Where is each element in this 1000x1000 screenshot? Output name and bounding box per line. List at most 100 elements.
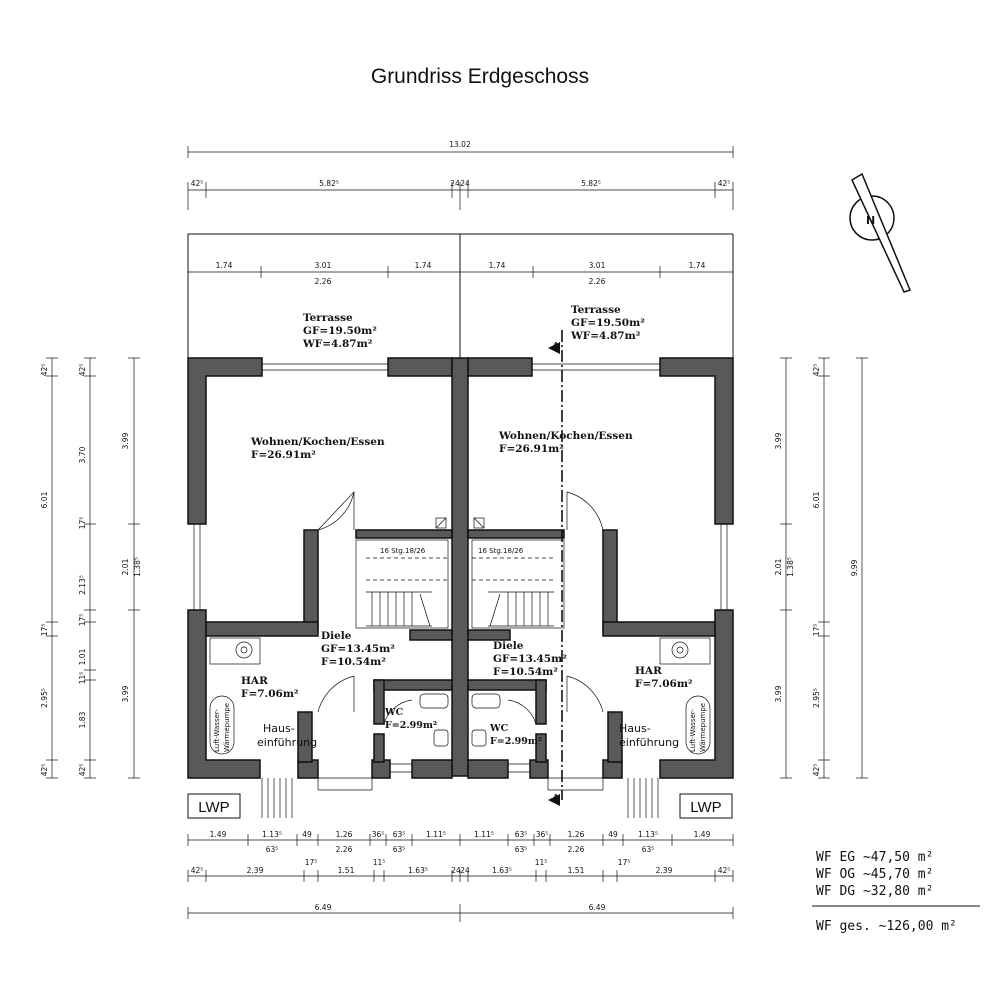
sink-left (433, 729, 449, 747)
dim-left-mid-9: 42⁵ (78, 764, 87, 777)
terrace-left-name: Terrasse (303, 312, 353, 324)
dim-bottom-6: 63⁵ (393, 830, 406, 839)
entry-left-line2: einführung (257, 736, 317, 749)
dim-bottom2-13: 2.39 (656, 866, 673, 875)
section-marker-top: A (552, 340, 560, 353)
wc-left-area: F=2.99m² (385, 720, 437, 731)
dim-right-inner-3: 1.38⁵ (786, 557, 795, 577)
dim-bottom-9: 63⁵ (515, 830, 528, 839)
hall-left-gf: GF=13.45m² (321, 643, 395, 655)
wall-int-right-stair-top (467, 529, 565, 539)
dim-bottom-5: 36⁵ (372, 830, 385, 839)
dim-left-inner-1: 3.99 (121, 432, 130, 449)
wall-int-left-har-right (297, 711, 313, 763)
summary-eg: WF EG ~47,50 m² (816, 850, 933, 865)
stairs-right-label: 16 Stg.18/26 (478, 547, 524, 555)
wall-int-left-wc-side2 (373, 733, 385, 763)
dim-left-outer-4: 2.95⁵ (40, 688, 49, 708)
entry-left-line1: Haus- (263, 722, 295, 735)
dim-bottom-sub-2: 2.26 (336, 845, 353, 854)
wall-int-left-har-top (205, 621, 319, 637)
har-left-name: HAR (241, 675, 268, 687)
dim-terrace-left-2: 3.01 (315, 261, 332, 270)
dim-bottom2-4: 1.51 (338, 866, 355, 875)
walls (187, 357, 734, 779)
wall-right-lower (659, 609, 734, 779)
wall-right-top (659, 357, 734, 525)
summary-dg: WF DG ~32,80 m² (816, 884, 933, 899)
heatpump-left-line1: Luft-Wasser- (213, 709, 221, 752)
tank-left (209, 637, 261, 665)
area-summary: WF EG ~47,50 m² WF OG ~45,70 m² WF DG ~3… (812, 850, 980, 934)
dim-terrace-right-1: 1.74 (489, 261, 506, 270)
dim-right-mid-2: 6.01 (812, 491, 821, 508)
wall-int-right-stair-bottom (467, 629, 511, 641)
dim-bottom-12: 49 (608, 830, 618, 839)
lwp-boxes: LWP LWP (187, 793, 733, 819)
dim-top-5: 5.82⁵ (581, 179, 601, 188)
dim-right-inner-2: 2.01 (774, 558, 783, 575)
tank-right (659, 637, 711, 665)
north-label: N (866, 214, 875, 227)
dim-bottom-8: 1.11⁵ (474, 830, 494, 839)
dim-bottom-sub-4: 63⁵ (515, 845, 528, 854)
wall-int-right-1 (602, 529, 618, 631)
hall-right-name: Diele (493, 640, 524, 652)
dim-left-mid-5: 17⁵ (78, 614, 87, 627)
dim-bottom-sub-6: 63⁵ (642, 845, 655, 854)
dim-left-mid-3: 17⁵ (78, 517, 87, 530)
dim-bottom-10: 36⁵ (536, 830, 549, 839)
heatpump-right-line2: Wärmepumpe (699, 703, 707, 752)
dim-top-6: 42⁵ (718, 179, 731, 188)
entry-right-line1: Haus- (619, 722, 651, 735)
dim-bottom-4: 1.26 (336, 830, 353, 839)
stairs-left-label: 16 Stg.18/26 (380, 547, 426, 555)
toilet-right (471, 693, 501, 709)
stairs-right: 16 Stg.18/26 (471, 517, 565, 629)
dim-bottom3-left: 6.49 (315, 903, 332, 912)
dim-left-mid-7: 11⁵ (78, 672, 87, 685)
dim-top-3: 24 (450, 179, 460, 188)
heatpump-left (209, 695, 235, 755)
dim-terrace-left-3: 1.74 (415, 261, 432, 270)
doors (316, 490, 604, 791)
dim-overall-width: 13.02 (449, 140, 471, 149)
dim-top-1: 42⁵ (191, 179, 204, 188)
shaft-left (435, 517, 447, 529)
wall-right-top-left (467, 357, 533, 377)
wall-int-right-har-top (602, 621, 716, 637)
wc-right-name: WC (489, 723, 509, 734)
wall-int-right-har-left (607, 711, 623, 763)
dim-left-outer-2: 6.01 (40, 491, 49, 508)
dim-left-inner-3: 1.38⁵ (133, 557, 142, 577)
wall-int-left-wc-side (373, 679, 385, 725)
dimensions-right: 3.99 2.01 1.38⁵ 3.99 42⁵ 6.01 17⁵ 2.95⁵ … (774, 357, 868, 779)
dim-terrace-right-sub: 2.26 (589, 277, 606, 286)
lwp-label-left: LWP (198, 799, 229, 816)
wall-int-left-1 (303, 529, 319, 631)
dim-bottom-sub-3: 63⁵ (393, 845, 406, 854)
dim-top-4: 24 (460, 179, 470, 188)
dimensions-left: 42⁵ 6.01 17⁵ 2.95⁵ 42⁵ 42⁵ 3.70 17⁵ 2.13… (40, 357, 142, 779)
section-marker-bottom: A (552, 792, 560, 805)
dim-bottom2-11: 1.51 (568, 866, 585, 875)
hall-left-f: F=10.54m² (321, 656, 386, 668)
terrace-right-gf: GF=19.50m² (571, 317, 645, 329)
har-right-area: F=7.06m² (635, 678, 693, 690)
heatpump-left-line2: Wärmepumpe (223, 703, 231, 752)
dim-bottom2-3: 17⁵ (305, 858, 318, 867)
dim-bottom2-10: 11⁵ (535, 858, 548, 867)
dim-bottom2-2: 2.39 (247, 866, 264, 875)
wc-left-name: WC (384, 707, 404, 718)
dim-bottom2-6: 1.63⁵ (408, 866, 428, 875)
dim-left-mid-8: 1.83 (78, 711, 87, 728)
dim-left-mid-2: 3.70 (78, 446, 87, 463)
dim-left-outer-5: 42⁵ (40, 764, 49, 777)
terrace-right-name: Terrasse (571, 304, 621, 316)
tank-left-circle (235, 641, 253, 659)
tank-right-circle (671, 641, 689, 659)
dim-bottom-2: 1.13⁵ (262, 830, 282, 839)
wall-int-right-wc-side2 (535, 733, 547, 763)
dim-bottom2-14: 42⁵ (718, 866, 731, 875)
dim-left-mid-1: 42⁵ (78, 364, 87, 377)
